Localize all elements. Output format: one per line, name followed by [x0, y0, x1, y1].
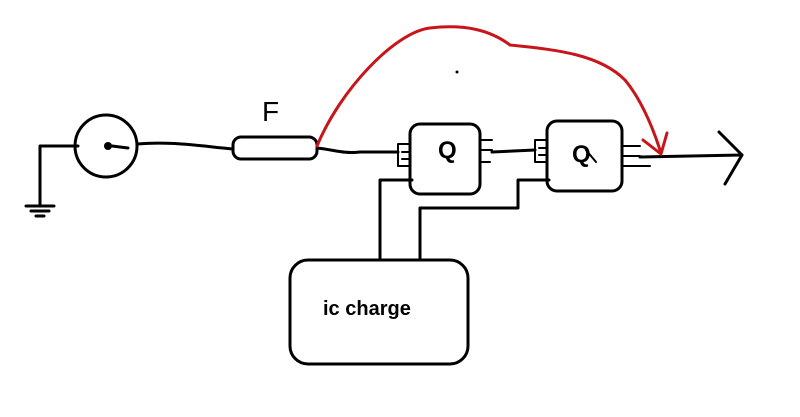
- wire-source-to-filter: [135, 141, 235, 151]
- stray-dot: [455, 70, 459, 74]
- signal-source: [73, 113, 139, 179]
- wire-q1-to-q2: [490, 148, 537, 154]
- filter-label: F: [262, 96, 279, 127]
- output-arrow: [638, 130, 744, 186]
- ic-charge-block: ic charge: [288, 258, 470, 366]
- bypass-arc: [315, 25, 669, 156]
- filter-component: F: [231, 96, 319, 161]
- q2-label: Q: [572, 141, 591, 168]
- ic-charge-label: ic charge: [323, 298, 411, 320]
- wire-filter-to-q1: [315, 146, 400, 154]
- q1-block: Q: [397, 122, 493, 196]
- ground-symbol: [24, 144, 80, 218]
- q1-label: Q: [438, 137, 457, 164]
- wire-ic-to-q1: [378, 178, 414, 262]
- wire-ic-to-q2: [418, 178, 551, 262]
- q2-block: Q: [534, 119, 651, 193]
